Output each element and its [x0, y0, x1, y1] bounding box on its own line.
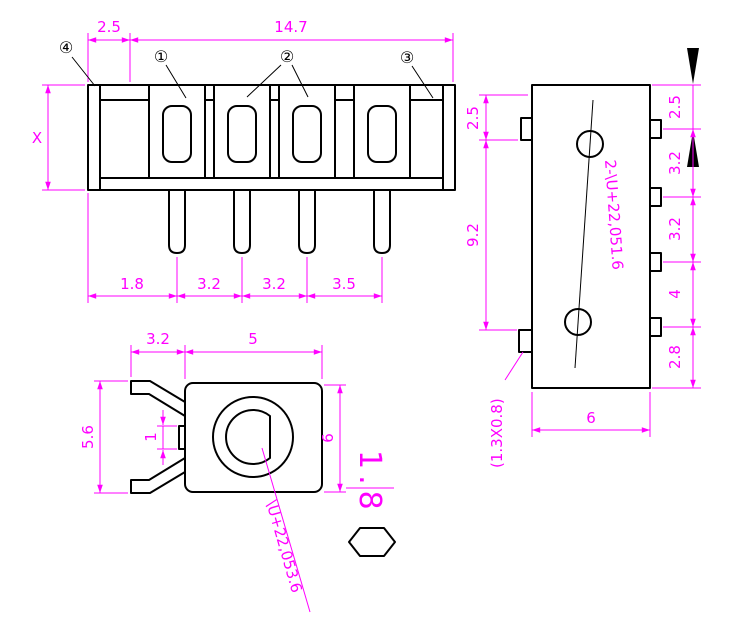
extension-lines-right	[652, 84, 701, 389]
top-view: 3.2 5 5.6 1 6 \U+22,053.6	[79, 330, 346, 613]
hex-nut	[348, 527, 396, 557]
callout-1: ①	[154, 47, 168, 66]
front-view-callouts: ④ ① ② ③	[59, 38, 434, 99]
top-view-dimensions: 3.2 5 5.6 1 6 \U+22,053.6	[79, 330, 346, 613]
side-view-dimensions: 2.5 9.2 2.5 3.2 3.2 4 2.8 6 (1.3X0.8)	[464, 48, 701, 468]
dim-side-left-top: 2.5	[464, 106, 482, 130]
mount-tab	[518, 329, 533, 353]
extension-lines-top	[87, 33, 454, 82]
black-arrow-down	[687, 48, 699, 84]
dim-side-right-3: 3.2	[666, 217, 684, 241]
dim-top-claw: 3.2	[146, 330, 170, 348]
pin	[233, 189, 251, 254]
front-view-body	[87, 84, 456, 254]
edge-notch	[178, 425, 186, 450]
barrel-outer-circle	[212, 396, 294, 478]
tower-walls	[148, 84, 411, 179]
label-holes-diameter: 2-\U+22,051.6	[601, 159, 627, 270]
callout-leader-lines	[71, 56, 434, 99]
extension-lines-bottom	[87, 193, 383, 303]
contact-slot	[292, 105, 322, 163]
contact-slot	[227, 105, 257, 163]
dim-pin-chain-2: 3.2	[197, 275, 221, 293]
extension-lines-right	[324, 384, 346, 493]
dim-top-right-height: 6	[319, 433, 337, 443]
dim-side-right-1: 2.5	[666, 95, 684, 119]
dim-top-notch: 1	[142, 432, 160, 442]
dim-side-bottom-width: 6	[586, 409, 596, 427]
hole-lower	[564, 308, 592, 336]
hole-upper	[576, 130, 604, 158]
contact-slot	[367, 105, 397, 163]
pin	[373, 189, 391, 254]
front-view-dimensions: 2.5 14.7 X 1.8 3.2 3.2 3.5	[32, 18, 454, 303]
side-tab	[649, 252, 662, 272]
dim-top-left-height: 5.6	[79, 425, 97, 449]
callout-3: ③	[400, 48, 414, 67]
dim-nut-thickness: 1.8	[352, 450, 387, 516]
dim-side-right-5: 2.8	[666, 345, 684, 369]
spring-claw-top	[130, 380, 186, 417]
extension-lines-left	[94, 380, 128, 494]
tab-leader-line	[504, 351, 524, 381]
hole-axis-line	[574, 99, 594, 369]
pin	[298, 189, 316, 254]
dim-front-top-left: 2.5	[97, 18, 121, 36]
pin	[168, 189, 186, 254]
spring-claw-bottom	[130, 457, 186, 494]
side-tab	[649, 119, 662, 139]
connector-body	[87, 84, 456, 191]
nut-view: 1.8	[346, 450, 396, 557]
side-tab	[649, 187, 662, 207]
extension-lines-left	[42, 84, 85, 191]
callout-2: ②	[280, 47, 294, 66]
barrel-bore	[225, 409, 271, 465]
callout-4: ④	[59, 38, 73, 57]
dim-pin-chain-3: 3.2	[262, 275, 286, 293]
side-tab	[649, 317, 662, 337]
label-tab-size: (1.3X0.8)	[488, 398, 506, 468]
dim-pin-chain-4: 3.5	[332, 275, 356, 293]
dim-pin-chain-1: 1.8	[120, 275, 144, 293]
dim-front-width: 14.7	[274, 18, 307, 36]
label-hole-diameter: \U+22,053.6	[262, 498, 306, 595]
extension-lines-top	[130, 345, 323, 379]
left-tab	[520, 117, 533, 141]
dim-side-right-2: 3.2	[666, 151, 684, 175]
dim-side-right-4: 4	[666, 289, 684, 299]
hole-leader-line	[261, 447, 311, 613]
dim-front-height-x: X	[32, 129, 42, 147]
dim-top-body-width: 5	[248, 330, 258, 348]
top-view-body	[130, 380, 323, 494]
contact-slot	[162, 105, 192, 163]
connector-side-body	[531, 84, 651, 389]
front-view: 2.5 14.7 X 1.8 3.2 3.2 3.5 ④ ① ② ③	[32, 18, 456, 303]
side-view: 2-\U+22,051.6 2.5 9.2 2.5 3.2 3.2 4 2.8 …	[464, 48, 701, 468]
dim-side-hole-spacing: 9.2	[464, 223, 482, 247]
jack-body	[184, 382, 323, 493]
extension-lines-notch	[157, 425, 177, 450]
side-view-body	[518, 84, 662, 389]
